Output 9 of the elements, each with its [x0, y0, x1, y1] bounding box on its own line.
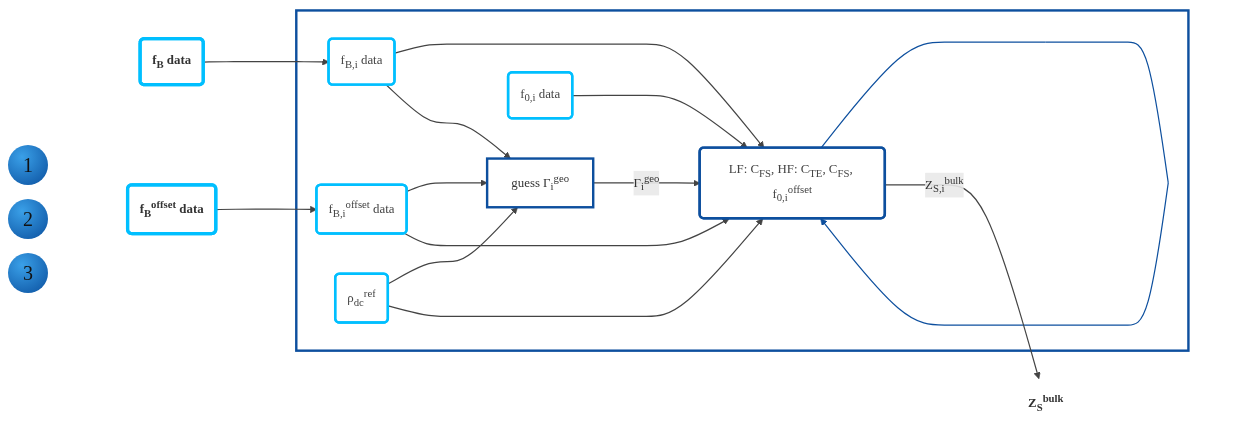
callout-number: 1	[8, 145, 48, 185]
arrow	[385, 84, 511, 159]
arrow	[406, 179, 488, 192]
arrow	[404, 218, 730, 247]
callout-number: 3	[8, 253, 48, 293]
arrow	[387, 218, 764, 317]
cluster	[295, 9, 1190, 352]
callout-number: 2	[8, 199, 48, 239]
arrow	[820, 41, 1169, 326]
